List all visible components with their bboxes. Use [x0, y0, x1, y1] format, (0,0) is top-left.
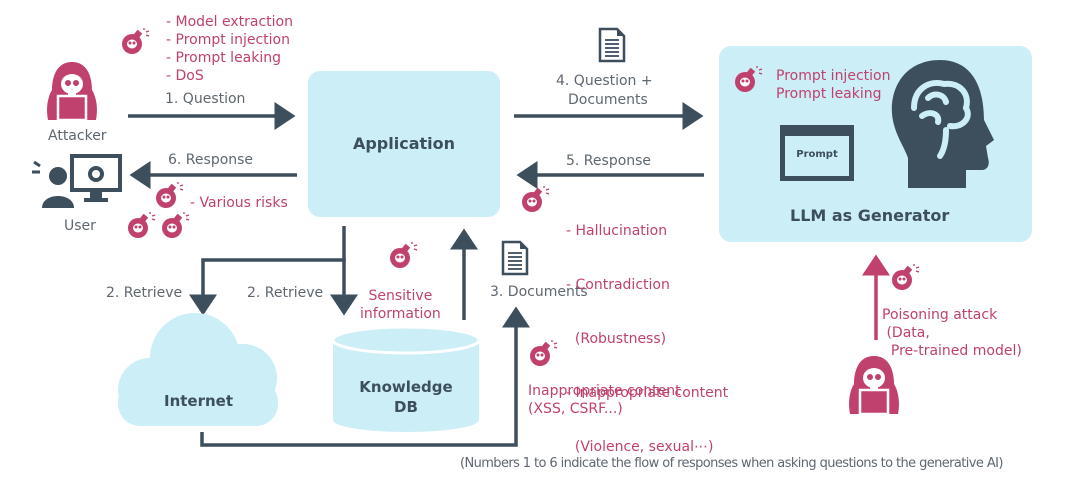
flow-label-question-documents-1: 4. Question +: [556, 73, 653, 89]
flow-label-retrieve-db: 2. Retrieve: [247, 285, 324, 301]
flow-label-question: 1. Question: [165, 91, 246, 107]
risk-item: - Inappropriate content: [566, 385, 729, 401]
flow-label-question-documents-2: Documents: [568, 92, 648, 108]
hooded-attacker-icon: [849, 356, 899, 416]
prompt-window-label: Prompt: [796, 149, 838, 160]
knowledge-db-label-line2: DB: [394, 398, 418, 416]
risk-item: (Violence, sexual⋯): [566, 439, 714, 455]
document-icon: [598, 27, 626, 63]
internet-cloud-shape: [118, 313, 278, 426]
knowledge-db-shape: [331, 325, 481, 432]
risk-item: (XSS, CSRF...): [528, 401, 623, 417]
bomb-icon: [521, 186, 550, 213]
risk-item: - Prompt leaking: [166, 50, 282, 66]
bomb-icon: [161, 212, 190, 239]
risk-item: - Prompt injection: [166, 32, 290, 48]
flow-label-response-user: 6. Response: [168, 152, 254, 168]
application-label: Application: [352, 134, 456, 153]
bomb-icon: [155, 182, 184, 209]
risk-item: Prompt leaking: [776, 86, 882, 102]
risk-item: - Hallucination: [566, 223, 668, 239]
risks-llm-response: - Hallucination - Contradiction (Robustn…: [566, 186, 728, 474]
bomb-icon: [891, 264, 920, 291]
flow-label-response-llm: 5. Response: [566, 153, 652, 169]
risk-item: - DoS: [166, 68, 204, 84]
risk-item: Prompt injection: [776, 68, 891, 84]
hooded-attacker-icon: [47, 62, 97, 122]
user-label: User: [64, 218, 96, 234]
bomb-icon: [121, 28, 150, 55]
risks-poisoning: Poisoning attack (Data, Pre-trained mode…: [882, 306, 1022, 360]
risk-item: information: [360, 306, 441, 322]
risk-item: - Contradiction: [566, 277, 670, 293]
flow-label-retrieve-internet: 2. Retrieve: [106, 285, 183, 301]
risks-llm-prompt: Prompt injection Prompt leaking: [776, 67, 890, 103]
risk-item: Poisoning attack: [882, 307, 998, 323]
bomb-icon: [734, 66, 763, 93]
attacker-label: Attacker: [48, 128, 107, 144]
risks-knowledge-db: Sensitive information: [360, 287, 441, 323]
arrow-retrieve-internet: [189, 226, 346, 316]
risks-internet-docs: Inappropriate content (XSS, CSRF...): [528, 382, 681, 418]
prompt-window-icon: Prompt: [780, 125, 854, 181]
risks-attacker-input: - Model extraction - Prompt injection - …: [166, 13, 293, 85]
document-icon: [501, 240, 529, 276]
footnote: (Numbers 1 to 6 indicate the flow of res…: [460, 456, 1003, 471]
risk-item: - Model extraction: [166, 14, 293, 30]
risk-item: Pre-trained model): [882, 343, 1022, 359]
internet-label: Internet: [164, 392, 234, 410]
risk-item: Inappropriate content: [528, 383, 681, 399]
brain-head-icon: [891, 60, 994, 188]
bomb-icon: [389, 242, 418, 269]
risk-item: Sensitive: [368, 288, 433, 304]
bomb-icon: [127, 212, 156, 239]
arrow-internet-documents: [200, 306, 530, 447]
bomb-icon: [529, 340, 558, 367]
user-monitor-icon: [32, 154, 122, 208]
risk-item: (Robustness): [566, 331, 667, 347]
application-box: [308, 71, 500, 217]
knowledge-db-label-line1: Knowledge: [359, 378, 453, 396]
risk-various: - Various risks: [190, 195, 288, 211]
risk-item: (Data,: [882, 325, 930, 341]
llm-label: LLM as Generator: [790, 206, 950, 225]
flow-label-documents: 3. Documents: [490, 284, 588, 300]
